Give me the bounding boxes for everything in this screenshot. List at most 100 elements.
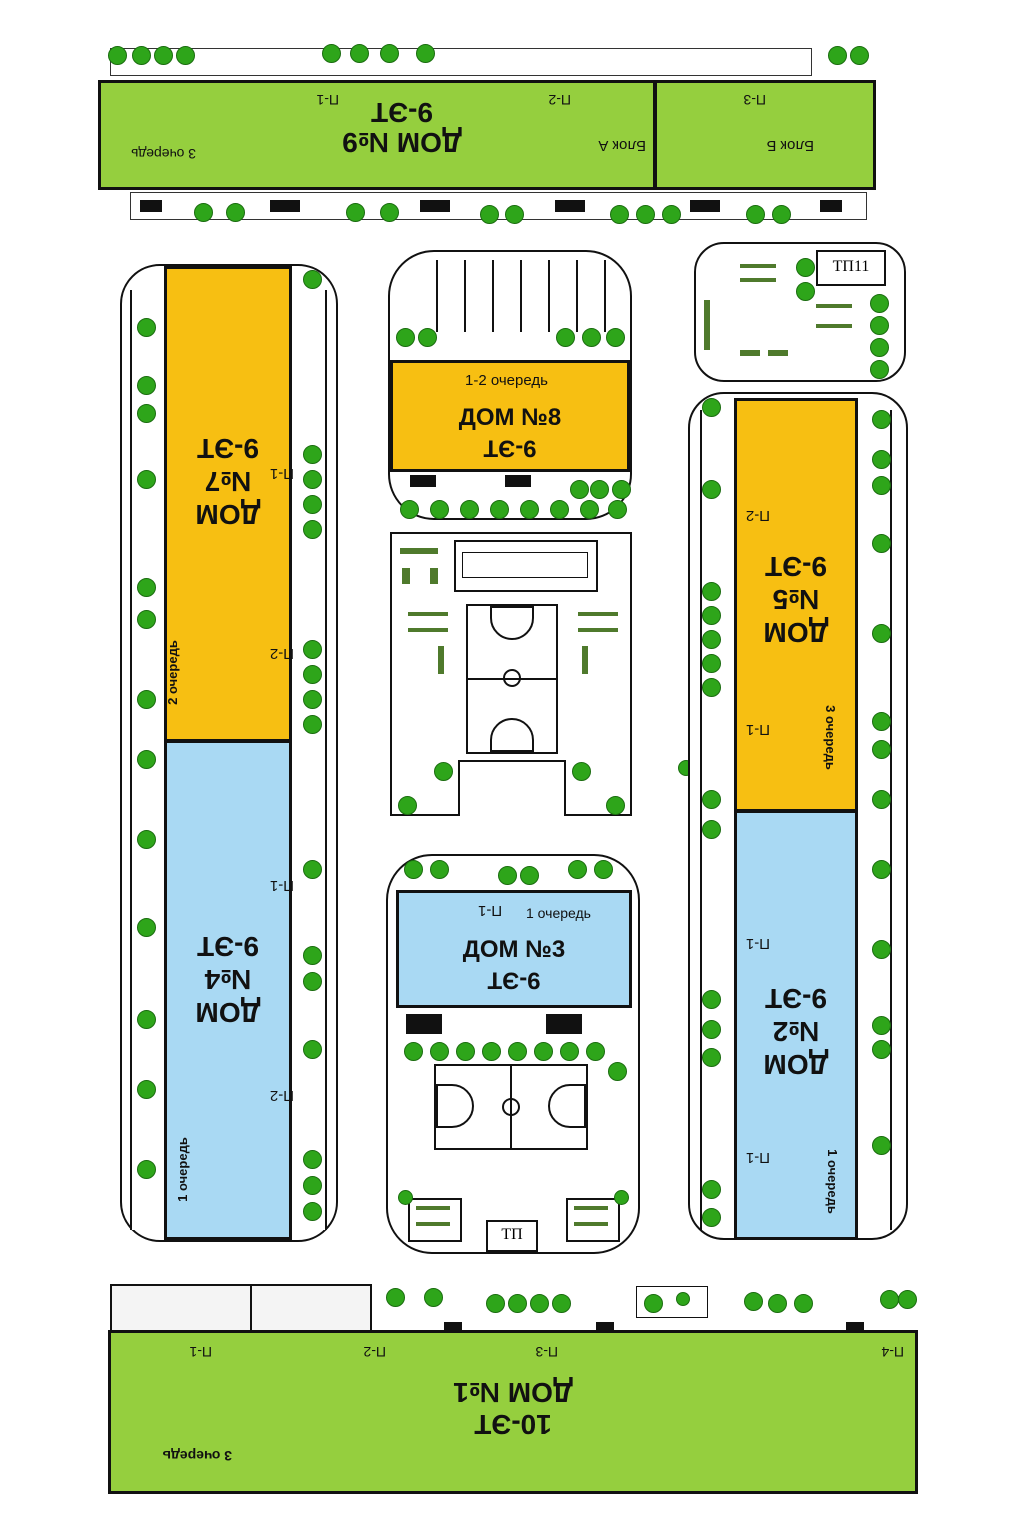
tree	[870, 294, 889, 313]
sandbox-left[interactable]	[408, 1198, 462, 1242]
tree	[572, 762, 591, 781]
tree	[702, 990, 721, 1009]
house-7-entrance-2: П-2	[269, 645, 294, 662]
house-1-labels: ДОМ №1 10-ЭТ П-1 П-2 П-3 П-4 3 очередь	[108, 1330, 918, 1494]
bench	[740, 264, 776, 268]
tree	[556, 328, 575, 347]
tree	[176, 46, 195, 65]
tree	[137, 610, 156, 629]
substation-top: ТП11	[816, 250, 886, 286]
porch	[270, 200, 300, 212]
tree	[872, 1040, 891, 1059]
left-balconies	[700, 410, 734, 1230]
tree	[570, 480, 589, 499]
tree	[380, 203, 399, 222]
house-8-queue: 1-2 очередь	[465, 372, 548, 389]
tree	[870, 338, 889, 357]
tree	[303, 640, 322, 659]
tree	[490, 500, 509, 519]
house-2-queue: 1 очередь	[824, 1149, 840, 1214]
tree	[870, 360, 889, 379]
tree	[303, 715, 322, 734]
tree	[303, 946, 322, 965]
porch	[505, 475, 531, 487]
tree	[534, 1042, 553, 1061]
tree	[418, 328, 437, 347]
tree	[796, 282, 815, 301]
bench	[704, 300, 710, 350]
tree	[520, 866, 539, 885]
tree	[505, 205, 524, 224]
house-9-floors: 9-ЭТ	[371, 97, 433, 128]
house-8[interactable]	[390, 360, 630, 472]
bench	[416, 1206, 450, 1210]
house-2[interactable]	[734, 810, 858, 1240]
tree	[303, 520, 322, 539]
tree	[226, 203, 245, 222]
bench	[582, 646, 588, 674]
porch	[555, 200, 585, 212]
house-3[interactable]	[396, 890, 632, 1008]
bench	[430, 568, 438, 584]
house-1-entrance-2: П-2	[363, 1344, 386, 1360]
tree	[137, 918, 156, 937]
tree	[872, 940, 891, 959]
court-centre-circle	[503, 669, 521, 687]
porch	[410, 475, 436, 487]
bench	[400, 548, 438, 554]
tree	[872, 790, 891, 809]
tree	[398, 1190, 413, 1205]
house-1[interactable]	[108, 1330, 918, 1494]
house-2-title-1: ДОМ	[763, 1049, 829, 1080]
porch	[444, 1322, 462, 1332]
house-4-floors: 9-ЭТ	[197, 931, 259, 962]
house-9-block-b-labels: Блок Б П-3	[654, 80, 876, 190]
house-9[interactable]	[98, 80, 656, 190]
court-centre-circle	[502, 1098, 520, 1116]
tree	[606, 328, 625, 347]
tree	[880, 1290, 899, 1309]
house-1-entrance-4: П-4	[881, 1344, 904, 1360]
house-1-annex-left	[110, 1284, 252, 1334]
tree	[137, 318, 156, 337]
bench	[578, 628, 618, 632]
right-balconies	[293, 290, 327, 1230]
bench	[740, 278, 776, 282]
tree	[380, 44, 399, 63]
house-3-queue: 1 очередь	[526, 905, 591, 921]
house-4[interactable]	[164, 740, 292, 1240]
tree	[610, 205, 629, 224]
tree	[137, 376, 156, 395]
house-2-entrance-b: П-1	[745, 1149, 770, 1166]
tree	[430, 860, 449, 879]
tree	[872, 534, 891, 553]
porch	[596, 1322, 614, 1332]
house-1-title: ДОМ №1	[453, 1377, 573, 1408]
tree	[594, 860, 613, 879]
sandbox-right[interactable]	[566, 1198, 620, 1242]
bench	[438, 646, 444, 674]
tree	[746, 205, 765, 224]
tree	[872, 712, 891, 731]
tree	[796, 258, 815, 277]
house-5-queue: 3 очередь	[822, 705, 838, 770]
substation-bottom-label: ТП	[501, 1226, 523, 1243]
bench	[574, 1206, 608, 1210]
tree	[154, 46, 173, 65]
house-4-entrance-1: П-1	[269, 877, 294, 894]
tree	[137, 750, 156, 769]
house-4-title-2: №4	[204, 964, 252, 995]
tree	[303, 470, 322, 489]
tree	[398, 796, 417, 815]
tree	[430, 500, 449, 519]
house-9-block-b[interactable]	[654, 80, 876, 190]
tree	[568, 860, 587, 879]
block-b-label: Блок Б	[766, 137, 814, 154]
house-2-entrance-a: П-1	[745, 935, 770, 952]
tree	[702, 820, 721, 839]
tree	[582, 328, 601, 347]
tree	[702, 1020, 721, 1039]
right-balconies	[860, 410, 892, 1230]
porch	[846, 1322, 864, 1332]
porch	[546, 1014, 582, 1034]
